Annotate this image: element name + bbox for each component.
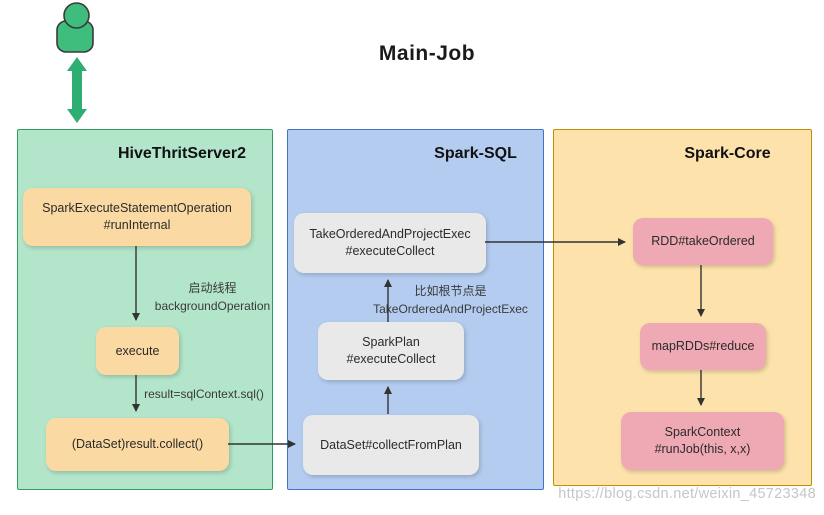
node-run-job: SparkContext #runJob(this, x,x) bbox=[621, 412, 784, 470]
node-execute: execute bbox=[96, 327, 179, 375]
node-label-line: #executeCollect bbox=[346, 352, 436, 366]
edge-label-line: backgroundOperation bbox=[154, 299, 271, 313]
watermark-text: https://blog.csdn.net/weixin_45723348 bbox=[558, 486, 816, 502]
node-label-line: SparkContext bbox=[664, 425, 741, 439]
panel-spark-core: Spark-Core RDD#takeOrdered mapRDDs#reduc… bbox=[553, 129, 812, 486]
node-result-collect: (DataSet)result.collect() bbox=[46, 418, 229, 471]
person-icon bbox=[56, 2, 94, 53]
panel-hivethritserver2: HiveThritServer2 SparkExecuteStatementOp… bbox=[17, 129, 273, 490]
edge-label-line: 比如根节点是 bbox=[414, 284, 487, 298]
node-label-line: #runJob(this, x,x) bbox=[654, 442, 751, 456]
panel-spark-sql: Spark-SQL TakeOrderedAndProjectExec #exe… bbox=[287, 129, 544, 490]
page-title: Main-Job bbox=[378, 42, 476, 65]
node-take-ordered-exec: TakeOrderedAndProjectExec #executeCollec… bbox=[294, 213, 486, 273]
actor-graphics bbox=[56, 2, 94, 123]
node-label-line: RDD#takeOrdered bbox=[651, 234, 755, 248]
panel-title-spark-sql: Spark-SQL bbox=[434, 145, 517, 162]
edge-label-root-node: 比如根节点是 TakeOrderedAndProjectExec bbox=[358, 282, 543, 318]
node-label-line: #runInternal bbox=[103, 218, 171, 232]
panel-title-spark-core: Spark-Core bbox=[684, 145, 771, 162]
edge-label-line: result=sqlContext.sql() bbox=[144, 387, 264, 401]
panel-title-hivethritserver2: HiveThritServer2 bbox=[117, 145, 247, 162]
node-label-line: #executeCollect bbox=[345, 244, 435, 258]
edge-label-line: 启动线程 bbox=[188, 281, 237, 295]
double-arrow-icon bbox=[67, 57, 87, 123]
edge-label-background-operation: 启动线程 backgroundOperation bbox=[130, 279, 295, 315]
node-spark-plan: SparkPlan #executeCollect bbox=[318, 322, 464, 380]
node-run-internal: SparkExecuteStatementOperation #runInter… bbox=[23, 188, 251, 246]
node-label-line: mapRDDs#reduce bbox=[651, 339, 755, 353]
node-rdd-take-ordered: RDD#takeOrdered bbox=[633, 218, 773, 265]
node-label-line: TakeOrderedAndProjectExec bbox=[309, 227, 471, 241]
node-map-rdds-reduce: mapRDDs#reduce bbox=[640, 323, 766, 370]
node-label-line: DataSet#collectFromPlan bbox=[320, 437, 462, 452]
node-label-line: SparkPlan bbox=[362, 335, 420, 349]
node-collect-from-plan: DataSet#collectFromPlan bbox=[303, 415, 479, 475]
node-label-line: execute bbox=[115, 343, 160, 358]
edge-label-line: TakeOrderedAndProjectExec bbox=[373, 302, 528, 316]
node-label-line: (DataSet)result.collect() bbox=[71, 437, 204, 451]
node-label-line: SparkExecuteStatementOperation bbox=[42, 201, 232, 215]
edge-label-sqlcontext-sql: result=sqlContext.sql() bbox=[114, 385, 294, 403]
